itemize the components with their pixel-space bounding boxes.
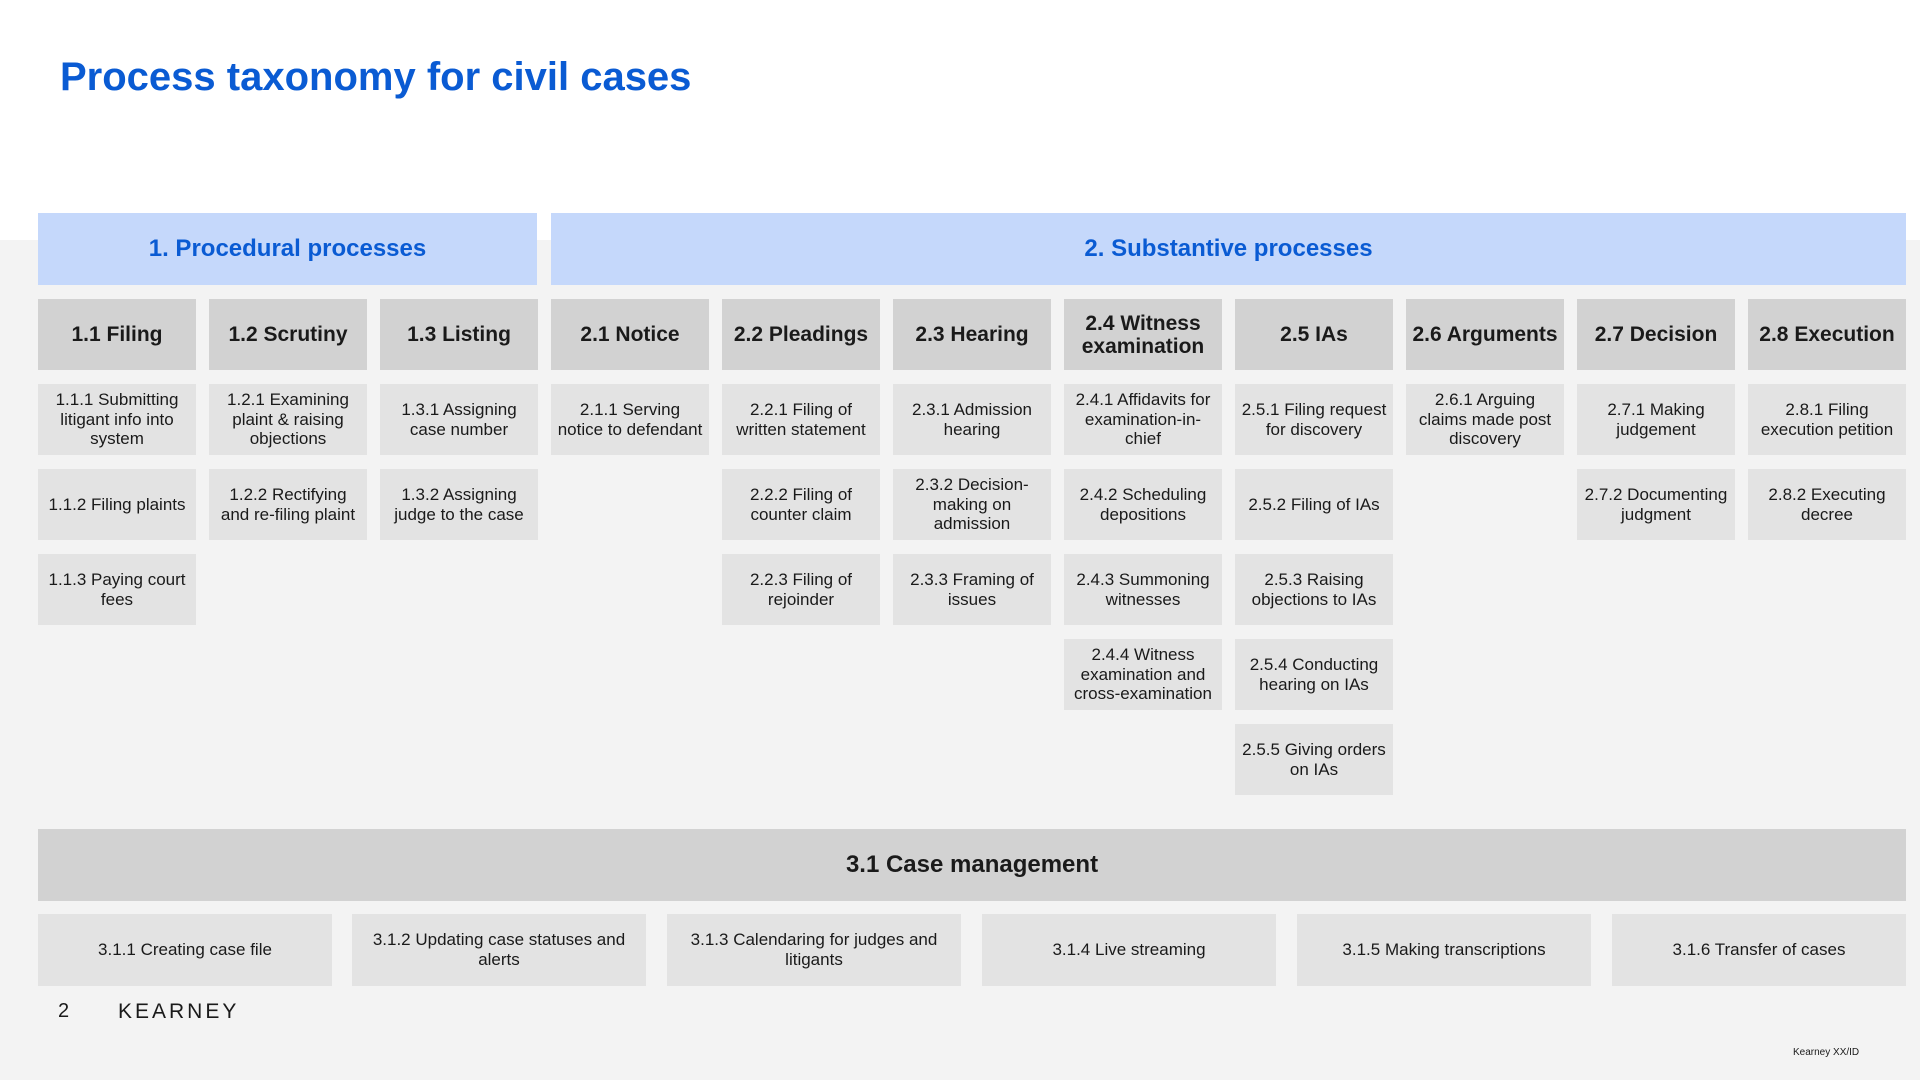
process-cell: 2.7.2 Documenting judgment <box>1577 469 1735 540</box>
process-cell: 2.4.2 Scheduling depositions <box>1064 469 1222 540</box>
brand-logo: KEARNEY <box>118 1000 240 1023</box>
footer-tag: Kearney XX/ID <box>1793 1047 1860 1058</box>
column-header: 1.3 Listing <box>380 299 538 370</box>
process-cell: 1.1.3 Paying court fees <box>38 554 196 625</box>
process-cell: 2.8.2 Executing decree <box>1748 469 1906 540</box>
group-header-procedural: 1. Procedural processes <box>38 213 537 285</box>
column-header: 2.7 Decision <box>1577 299 1735 370</box>
process-cell: 2.2.2 Filing of counter claim <box>722 469 880 540</box>
process-cell: 1.2.1 Examining plaint & raising objecti… <box>209 384 367 455</box>
process-cell: 1.1.1 Submitting litigant info into syst… <box>38 384 196 455</box>
column-header: 1.1 Filing <box>38 299 196 370</box>
process-cell: 1.3.1 Assigning case number <box>380 384 538 455</box>
case-management-header: 3.1 Case management <box>38 829 1906 901</box>
column-header: 2.1 Notice <box>551 299 709 370</box>
process-cell: 2.2.3 Filing of rejoinder <box>722 554 880 625</box>
process-cell: 2.2.1 Filing of written statement <box>722 384 880 455</box>
group-header-substantive: 2. Substantive processes <box>551 213 1906 285</box>
process-cell: 2.5.3 Raising objections to IAs <box>1235 554 1393 625</box>
process-cell: 2.4.1 Affidavits for examination-in-chie… <box>1064 384 1222 455</box>
case-management-cell: 3.1.4 Live streaming <box>982 914 1276 986</box>
process-cell: 2.3.3 Framing of issues <box>893 554 1051 625</box>
process-cell: 2.6.1 Arguing claims made post discovery <box>1406 384 1564 455</box>
case-management-cell: 3.1.3 Calendaring for judges and litigan… <box>667 914 961 986</box>
column-header: 2.2 Pleadings <box>722 299 880 370</box>
process-cell: 2.5.2 Filing of IAs <box>1235 469 1393 540</box>
column-header: 2.5 IAs <box>1235 299 1393 370</box>
column-header: 1.2 Scrutiny <box>209 299 367 370</box>
process-cell: 2.1.1 Serving notice to defendant <box>551 384 709 455</box>
column-header: 2.6 Arguments <box>1406 299 1564 370</box>
process-cell: 2.5.1 Filing request for discovery <box>1235 384 1393 455</box>
case-management-cell: 3.1.6 Transfer of cases <box>1612 914 1906 986</box>
process-cell: 1.2.2 Rectifying and re-filing plaint <box>209 469 367 540</box>
process-cell: 2.3.2 Decision-making on admission <box>893 469 1051 540</box>
case-management-cell: 3.1.1 Creating case file <box>38 914 332 986</box>
process-cell: 1.1.2 Filing plaints <box>38 469 196 540</box>
process-cell: 1.3.2 Assigning judge to the case <box>380 469 538 540</box>
process-cell: 2.4.3 Summoning witnesses <box>1064 554 1222 625</box>
page-title: Process taxonomy for civil cases <box>60 55 692 99</box>
column-header: 2.3 Hearing <box>893 299 1051 370</box>
process-cell: 2.8.1 Filing execution petition <box>1748 384 1906 455</box>
process-cell: 2.3.1 Admission hearing <box>893 384 1051 455</box>
case-management-cell: 3.1.2 Updating case statuses and alerts <box>352 914 646 986</box>
case-management-cell: 3.1.5 Making transcriptions <box>1297 914 1591 986</box>
column-header: 2.4 Witness examination <box>1064 299 1222 370</box>
page-number: 2 <box>58 1000 70 1022</box>
process-cell: 2.7.1 Making judgement <box>1577 384 1735 455</box>
process-cell: 2.5.5 Giving orders on IAs <box>1235 724 1393 795</box>
process-cell: 2.4.4 Witness examination and cross-exam… <box>1064 639 1222 710</box>
column-header: 2.8 Execution <box>1748 299 1906 370</box>
process-cell: 2.5.4 Conducting hearing on IAs <box>1235 639 1393 710</box>
